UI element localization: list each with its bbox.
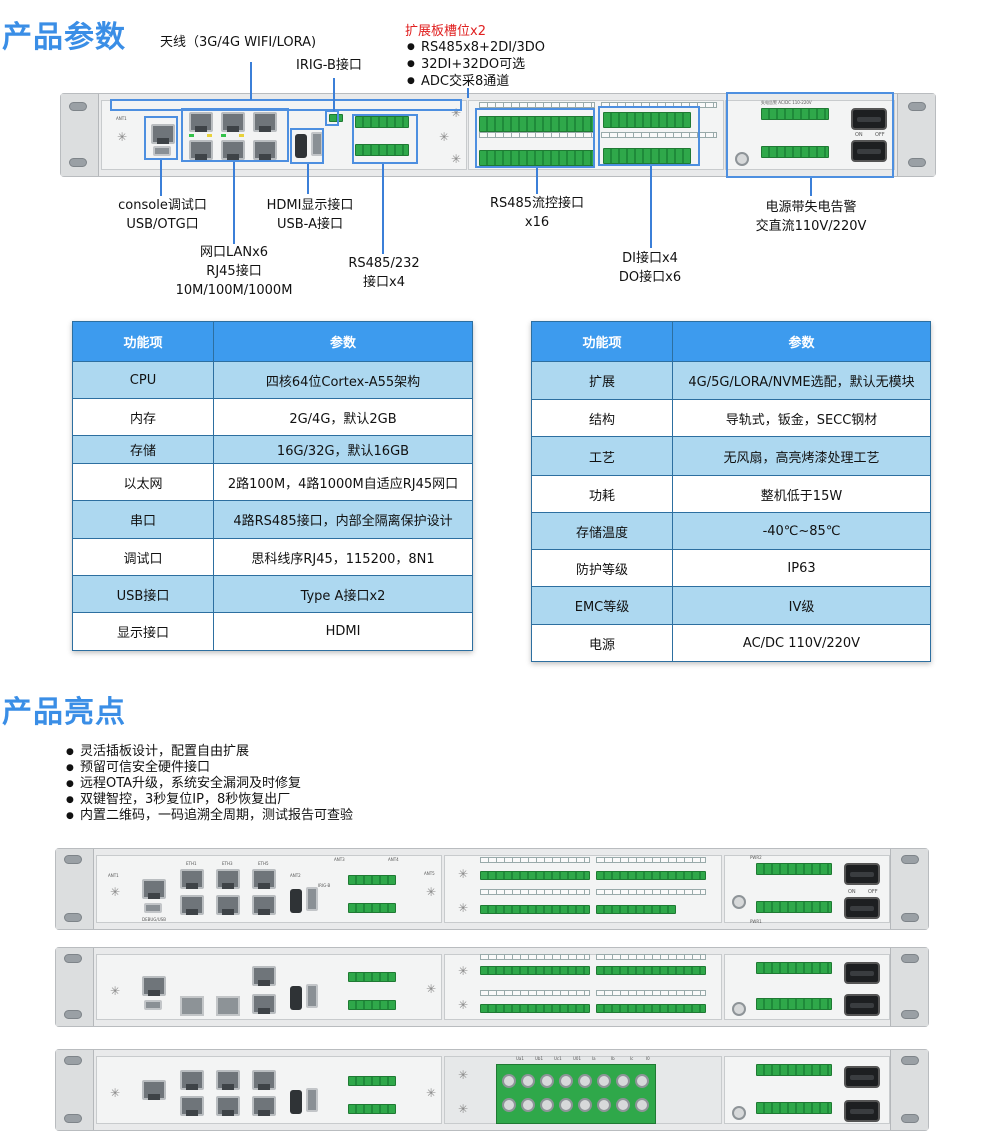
callout-irig: IRIG-B接口: [296, 58, 362, 73]
adc-label: Ia: [592, 1056, 596, 1061]
highlight-item: 灵活插板设计，配置自由扩展: [64, 744, 353, 760]
eth-label: ETH3: [222, 861, 233, 866]
adc-label: I0: [646, 1056, 650, 1061]
on-label: ON: [848, 889, 856, 895]
callout-antenna: 天线（3G/4G WIFI/LORA): [160, 35, 317, 50]
highlight-dio: [598, 106, 700, 166]
on-label: ON: [855, 132, 863, 138]
highlight-item: 双键智控，3秒复位IP，8秒恢复出厂: [64, 792, 353, 808]
irigb-label: IRIG-B: [318, 883, 331, 888]
highlight-console: [144, 116, 178, 160]
off-label: OFF: [868, 889, 878, 895]
section-title-params: 产品参数: [2, 20, 126, 55]
highlight-power: [726, 92, 894, 178]
pwr2-label: PWR2: [750, 855, 762, 860]
callout-power: 电源带失电告警交直流110V/220V: [755, 200, 867, 234]
highlight-irig: [325, 110, 339, 126]
table-row: 结构导轨式，钣金，SECC钢材: [531, 399, 931, 437]
adc-label: Uc1: [554, 1056, 562, 1061]
off-label: OFF: [875, 132, 885, 138]
adc-label: Ua1: [516, 1056, 524, 1061]
eth-label: ETH5: [258, 861, 269, 866]
ant4-label: ANT4: [388, 857, 399, 862]
eth-label: ETH1: [186, 861, 197, 866]
callout-expansion-title: 扩展板槽位x2: [405, 24, 486, 39]
ant3-label: ANT3: [334, 857, 345, 862]
expansion-item: RS485x8+2DI/3DO: [405, 40, 545, 55]
device-variant-1: ANT1 ✳ DEBUG/USB ETH1 ETH3 ETH5 ANT2 ANT…: [55, 848, 929, 930]
debug-label: DEBUG/USB: [142, 917, 166, 922]
table-row: 工艺无风扇，高亮烤漆处理工艺: [531, 436, 931, 476]
section-title-highlights: 产品亮点: [2, 695, 126, 730]
table-row: 存储温度-40℃~85℃: [531, 512, 931, 550]
highlights-list: 灵活插板设计，配置自由扩展 预留可信安全硬件接口 远程OTA升级，系统安全漏洞及…: [64, 744, 353, 824]
device-variant-2: ✳ ✳ ✳✳: [55, 947, 929, 1027]
highlight-item: 预留可信安全硬件接口: [64, 760, 353, 776]
adc-label: U01: [573, 1056, 582, 1061]
alarm-label: 失电告警 AC/DC 110-220V: [761, 100, 812, 105]
adc-label: Ub1: [535, 1056, 544, 1061]
highlight-item: 内置二维码，一码追溯全周期，测试报告可查验: [64, 808, 353, 824]
device-variant-3: ✳ ✳ Ua1 Ub1 Uc1 U01 Ia Ib Ic I0 ✳✳: [55, 1049, 929, 1131]
highlight-antenna: [110, 99, 462, 111]
expansion-item: ADC交采8通道: [405, 74, 545, 89]
expansion-list: RS485x8+2DI/3DO 32DI+32DO可选 ADC交采8通道: [405, 40, 545, 89]
expansion-item: 32DI+32DO可选: [405, 57, 545, 72]
ant1-label: ANT1: [116, 116, 127, 121]
table-row: 功耗整机低于15W: [531, 475, 931, 513]
ant2-label: ANT2: [290, 873, 301, 878]
ant5-label: ANT5: [424, 871, 435, 876]
table-header-item: 功能项: [531, 321, 673, 362]
pwr1-label: PWR1: [750, 919, 762, 924]
ant1-label: ANT1: [108, 873, 119, 878]
highlight-lan: [181, 108, 289, 162]
device-front-panel-main: ANT1 ✳ ✳ ✳✳ 失电告警 AC/DC 110-220V ON OFF: [60, 93, 936, 177]
table-header-item: 功能项: [72, 321, 214, 362]
adc-label: Ic: [630, 1056, 634, 1061]
table-header-param: 参数: [672, 321, 931, 362]
highlight-item: 远程OTA升级，系统安全漏洞及时修复: [64, 776, 353, 792]
highlight-hdmi-usb: [290, 128, 324, 164]
highlight-flow: [475, 108, 595, 168]
adc-label: Ib: [611, 1056, 615, 1061]
table-row: 调试口思科线序RJ45，115200，8N1: [72, 538, 473, 576]
highlight-rs485: [352, 114, 418, 164]
table-header-param: 参数: [213, 321, 473, 362]
